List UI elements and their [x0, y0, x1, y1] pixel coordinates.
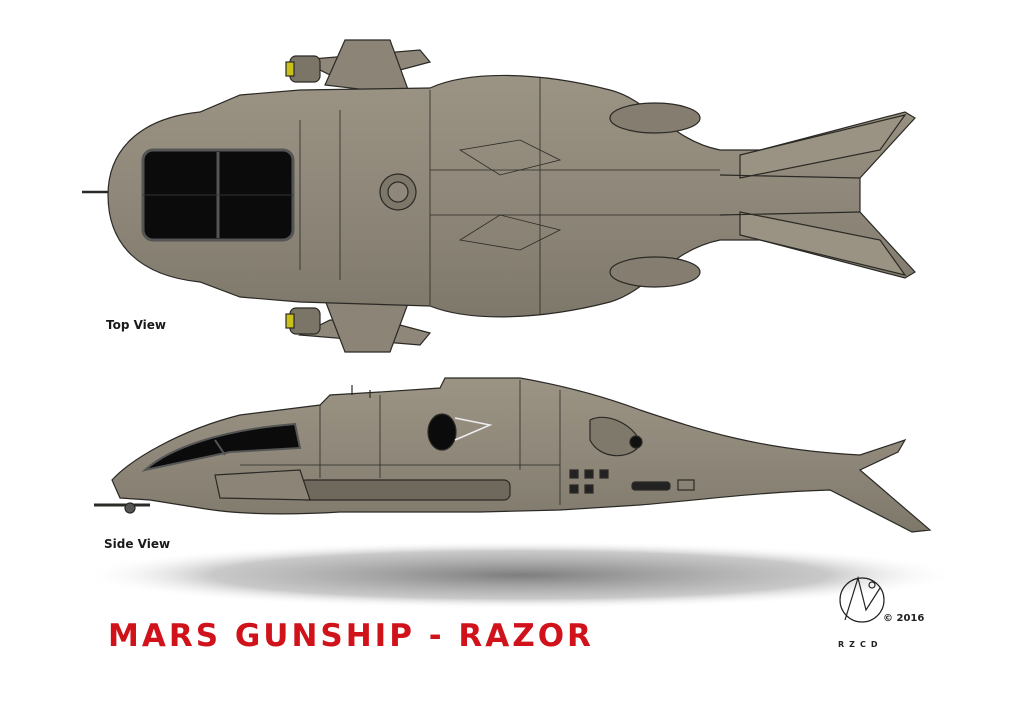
top-upper-nacelle: [609, 102, 701, 134]
side-canopy: [141, 422, 302, 472]
side-view-label: Side View: [104, 537, 171, 551]
side-missile-rack: [299, 479, 511, 501]
top-view-drawing: [82, 39, 916, 353]
signature-year: © 2016: [883, 613, 925, 624]
signature-initials: RZCD: [838, 640, 883, 649]
top-fuselage: [107, 74, 916, 318]
page-title: MARS GUNSHIP - RAZOR: [108, 618, 594, 654]
top-lower-nacelle: [609, 256, 701, 288]
side-view-drawing: [94, 377, 932, 533]
top-view-label: Top View: [106, 318, 167, 332]
ground-shadow: [80, 541, 960, 609]
artist-monogram: [839, 575, 885, 623]
side-intake: [427, 413, 457, 451]
side-fuselage: [111, 377, 932, 533]
